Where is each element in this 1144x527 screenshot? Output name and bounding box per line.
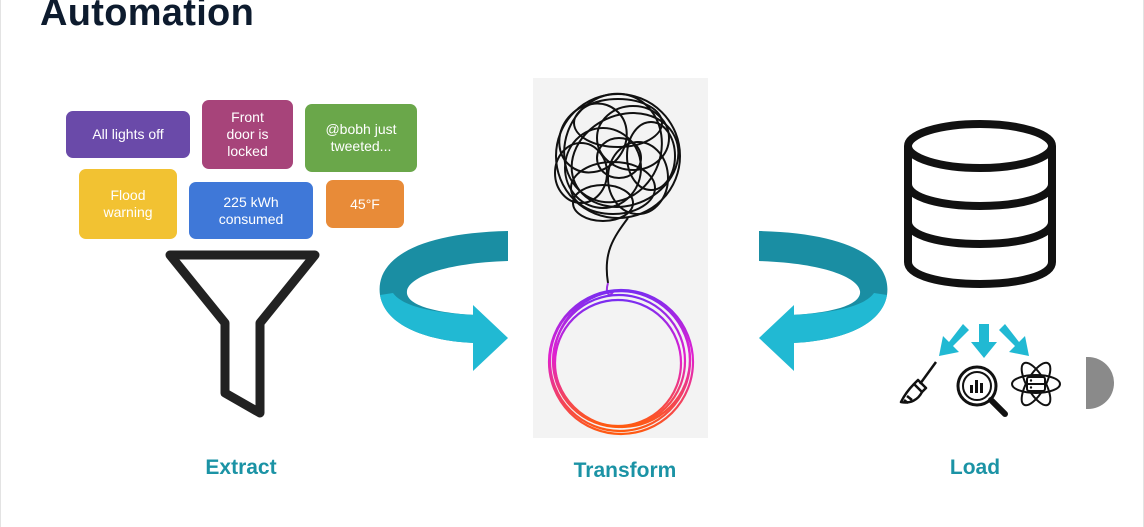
slide-title: Automation bbox=[40, 0, 255, 34]
event-tag-flood: Flood warning bbox=[79, 169, 177, 239]
funnel-icon bbox=[165, 250, 320, 418]
event-tag-temperature: 45°F bbox=[326, 180, 404, 228]
database-icon bbox=[904, 120, 1056, 289]
event-tag-lights: All lights off bbox=[66, 111, 190, 158]
distribution-arrows-icon bbox=[939, 324, 1029, 358]
stage-label-extract: Extract bbox=[205, 456, 277, 479]
event-tag-door: Front door is locked bbox=[202, 100, 293, 169]
stage-label-transform: Transform bbox=[573, 459, 677, 482]
curved-arrow-left-icon bbox=[379, 231, 508, 371]
stage-label-load: Load bbox=[949, 456, 1001, 479]
analytics-magnifier-icon bbox=[956, 365, 1008, 417]
curved-arrow-right-icon bbox=[759, 231, 888, 371]
atom-server-icon bbox=[1011, 361, 1061, 407]
event-tag-energy: 225 kWh consumed bbox=[189, 182, 313, 239]
broom-icon bbox=[899, 361, 938, 404]
transform-tangle-illustration bbox=[533, 78, 708, 438]
event-tag-tweet: @bobh just tweeted... bbox=[305, 104, 417, 172]
